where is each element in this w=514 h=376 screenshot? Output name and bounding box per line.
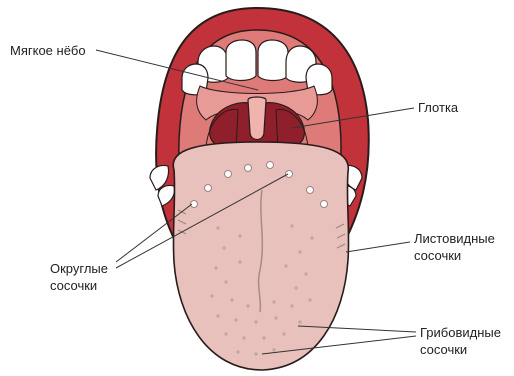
label-vallate-papillae: Округлые сосочки — [50, 260, 108, 294]
label-pharynx: Глотка — [418, 99, 458, 116]
label-foliate-papillae: Листовидные сосочки — [414, 230, 495, 264]
label-fungiform-papillae: Грибовидные сосочки — [420, 324, 501, 358]
label-soft-palate: Мягкое нёбо — [10, 42, 86, 59]
tongue — [173, 142, 348, 370]
uvula — [248, 97, 266, 140]
